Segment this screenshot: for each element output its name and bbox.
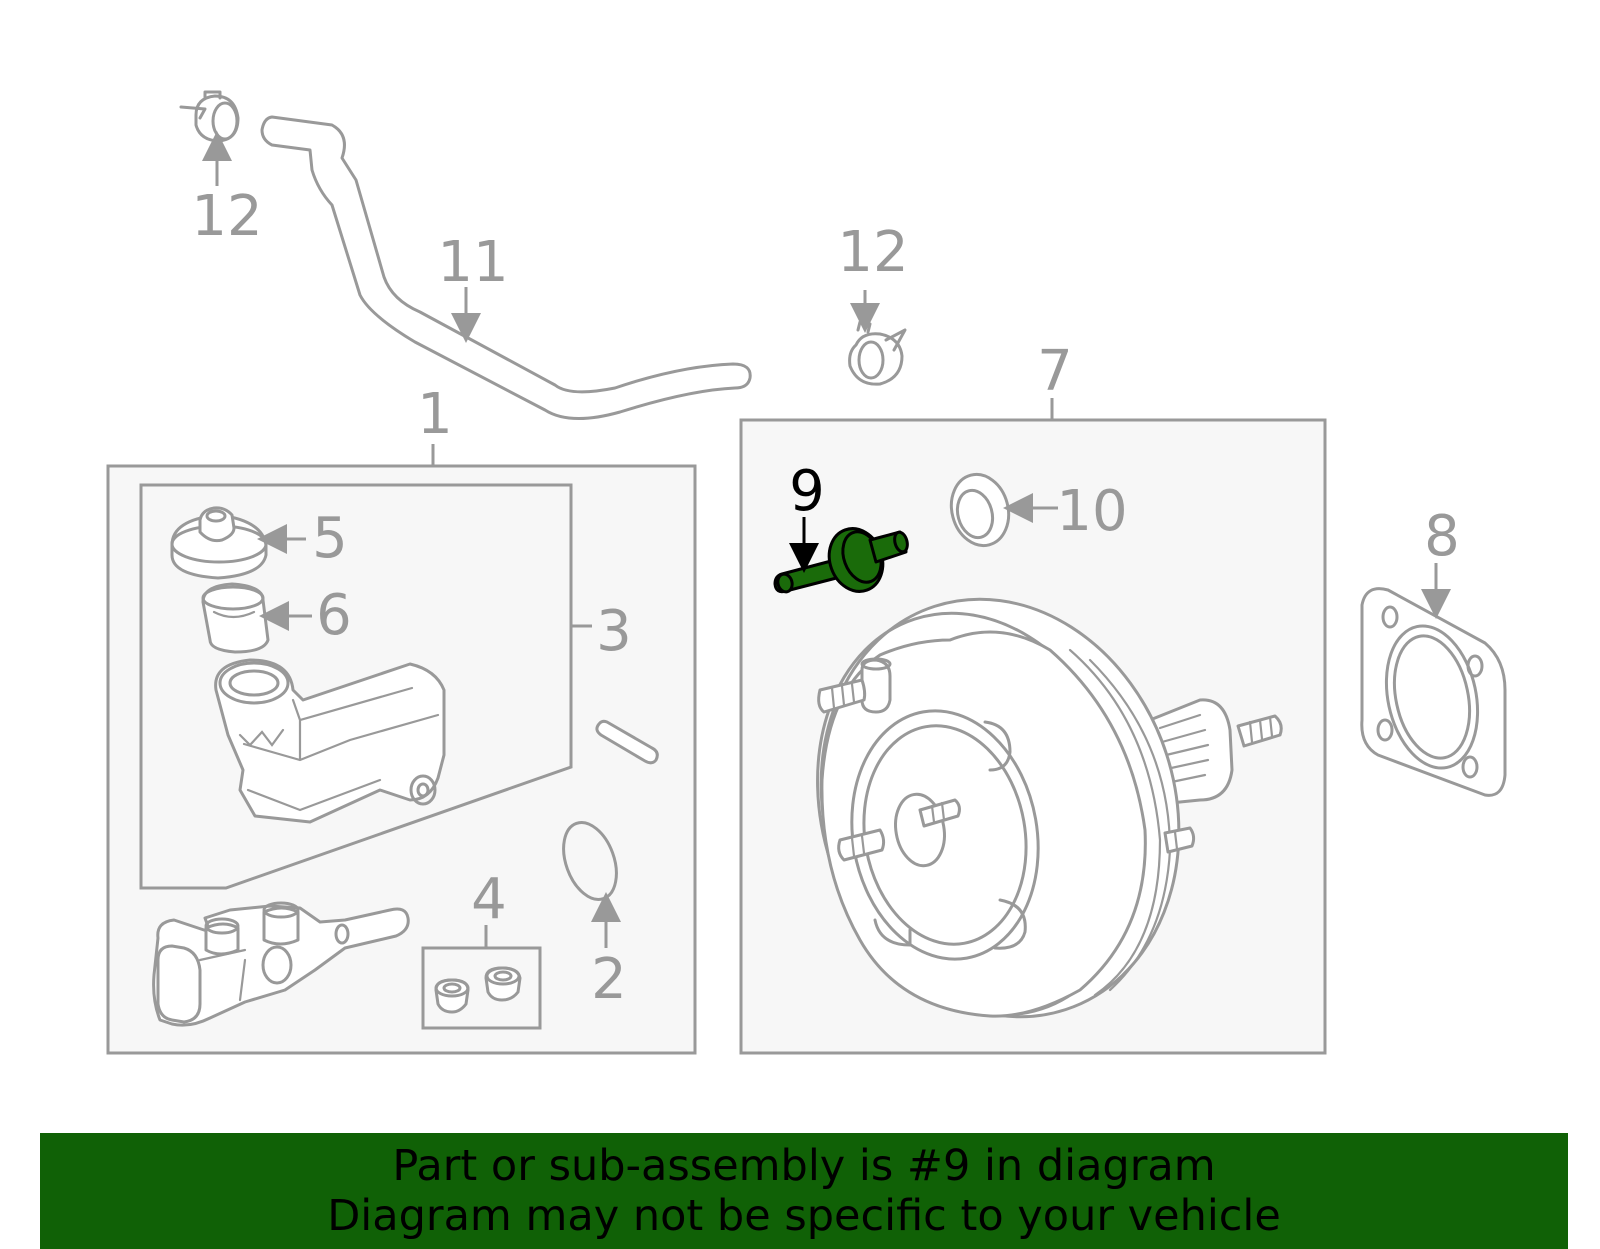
callout-7: 7	[1037, 339, 1073, 404]
callout-10: 10	[1056, 479, 1127, 544]
callout-8: 8	[1424, 504, 1460, 569]
callout-12a: 12	[191, 184, 262, 249]
banner-line-2: Diagram may not be specific to your vehi…	[327, 1191, 1281, 1241]
callout-12b: 12	[837, 220, 908, 285]
callout-6: 6	[316, 583, 352, 648]
hose-clamp-12b	[848, 320, 907, 386]
check-valve-9	[773, 527, 909, 594]
banner-line-1: Part or sub-assembly is #9 in diagram	[392, 1141, 1216, 1191]
reservoir-3	[214, 658, 446, 824]
callout-11: 11	[437, 230, 508, 295]
vacuum-hose-11	[260, 115, 752, 421]
callout-5: 5	[312, 506, 348, 571]
info-banner: Part or sub-assembly is #9 in diagram Di…	[40, 1133, 1568, 1249]
strainer-6	[201, 582, 270, 654]
callout-1: 1	[417, 382, 453, 447]
grommet-4b	[484, 966, 522, 1002]
callout-3: 3	[596, 599, 632, 664]
pin	[595, 719, 659, 765]
grommet-4a	[434, 978, 470, 1014]
callout-2: 2	[591, 947, 627, 1012]
assembly-box-4	[421, 946, 542, 1030]
callout-4: 4	[471, 867, 507, 932]
gasket-8	[1360, 587, 1507, 797]
brake-booster-7	[816, 597, 1283, 1019]
callout-9: 9	[789, 459, 825, 524]
hose-clamp-12a	[179, 90, 240, 143]
master-cylinder-body	[152, 901, 410, 1027]
